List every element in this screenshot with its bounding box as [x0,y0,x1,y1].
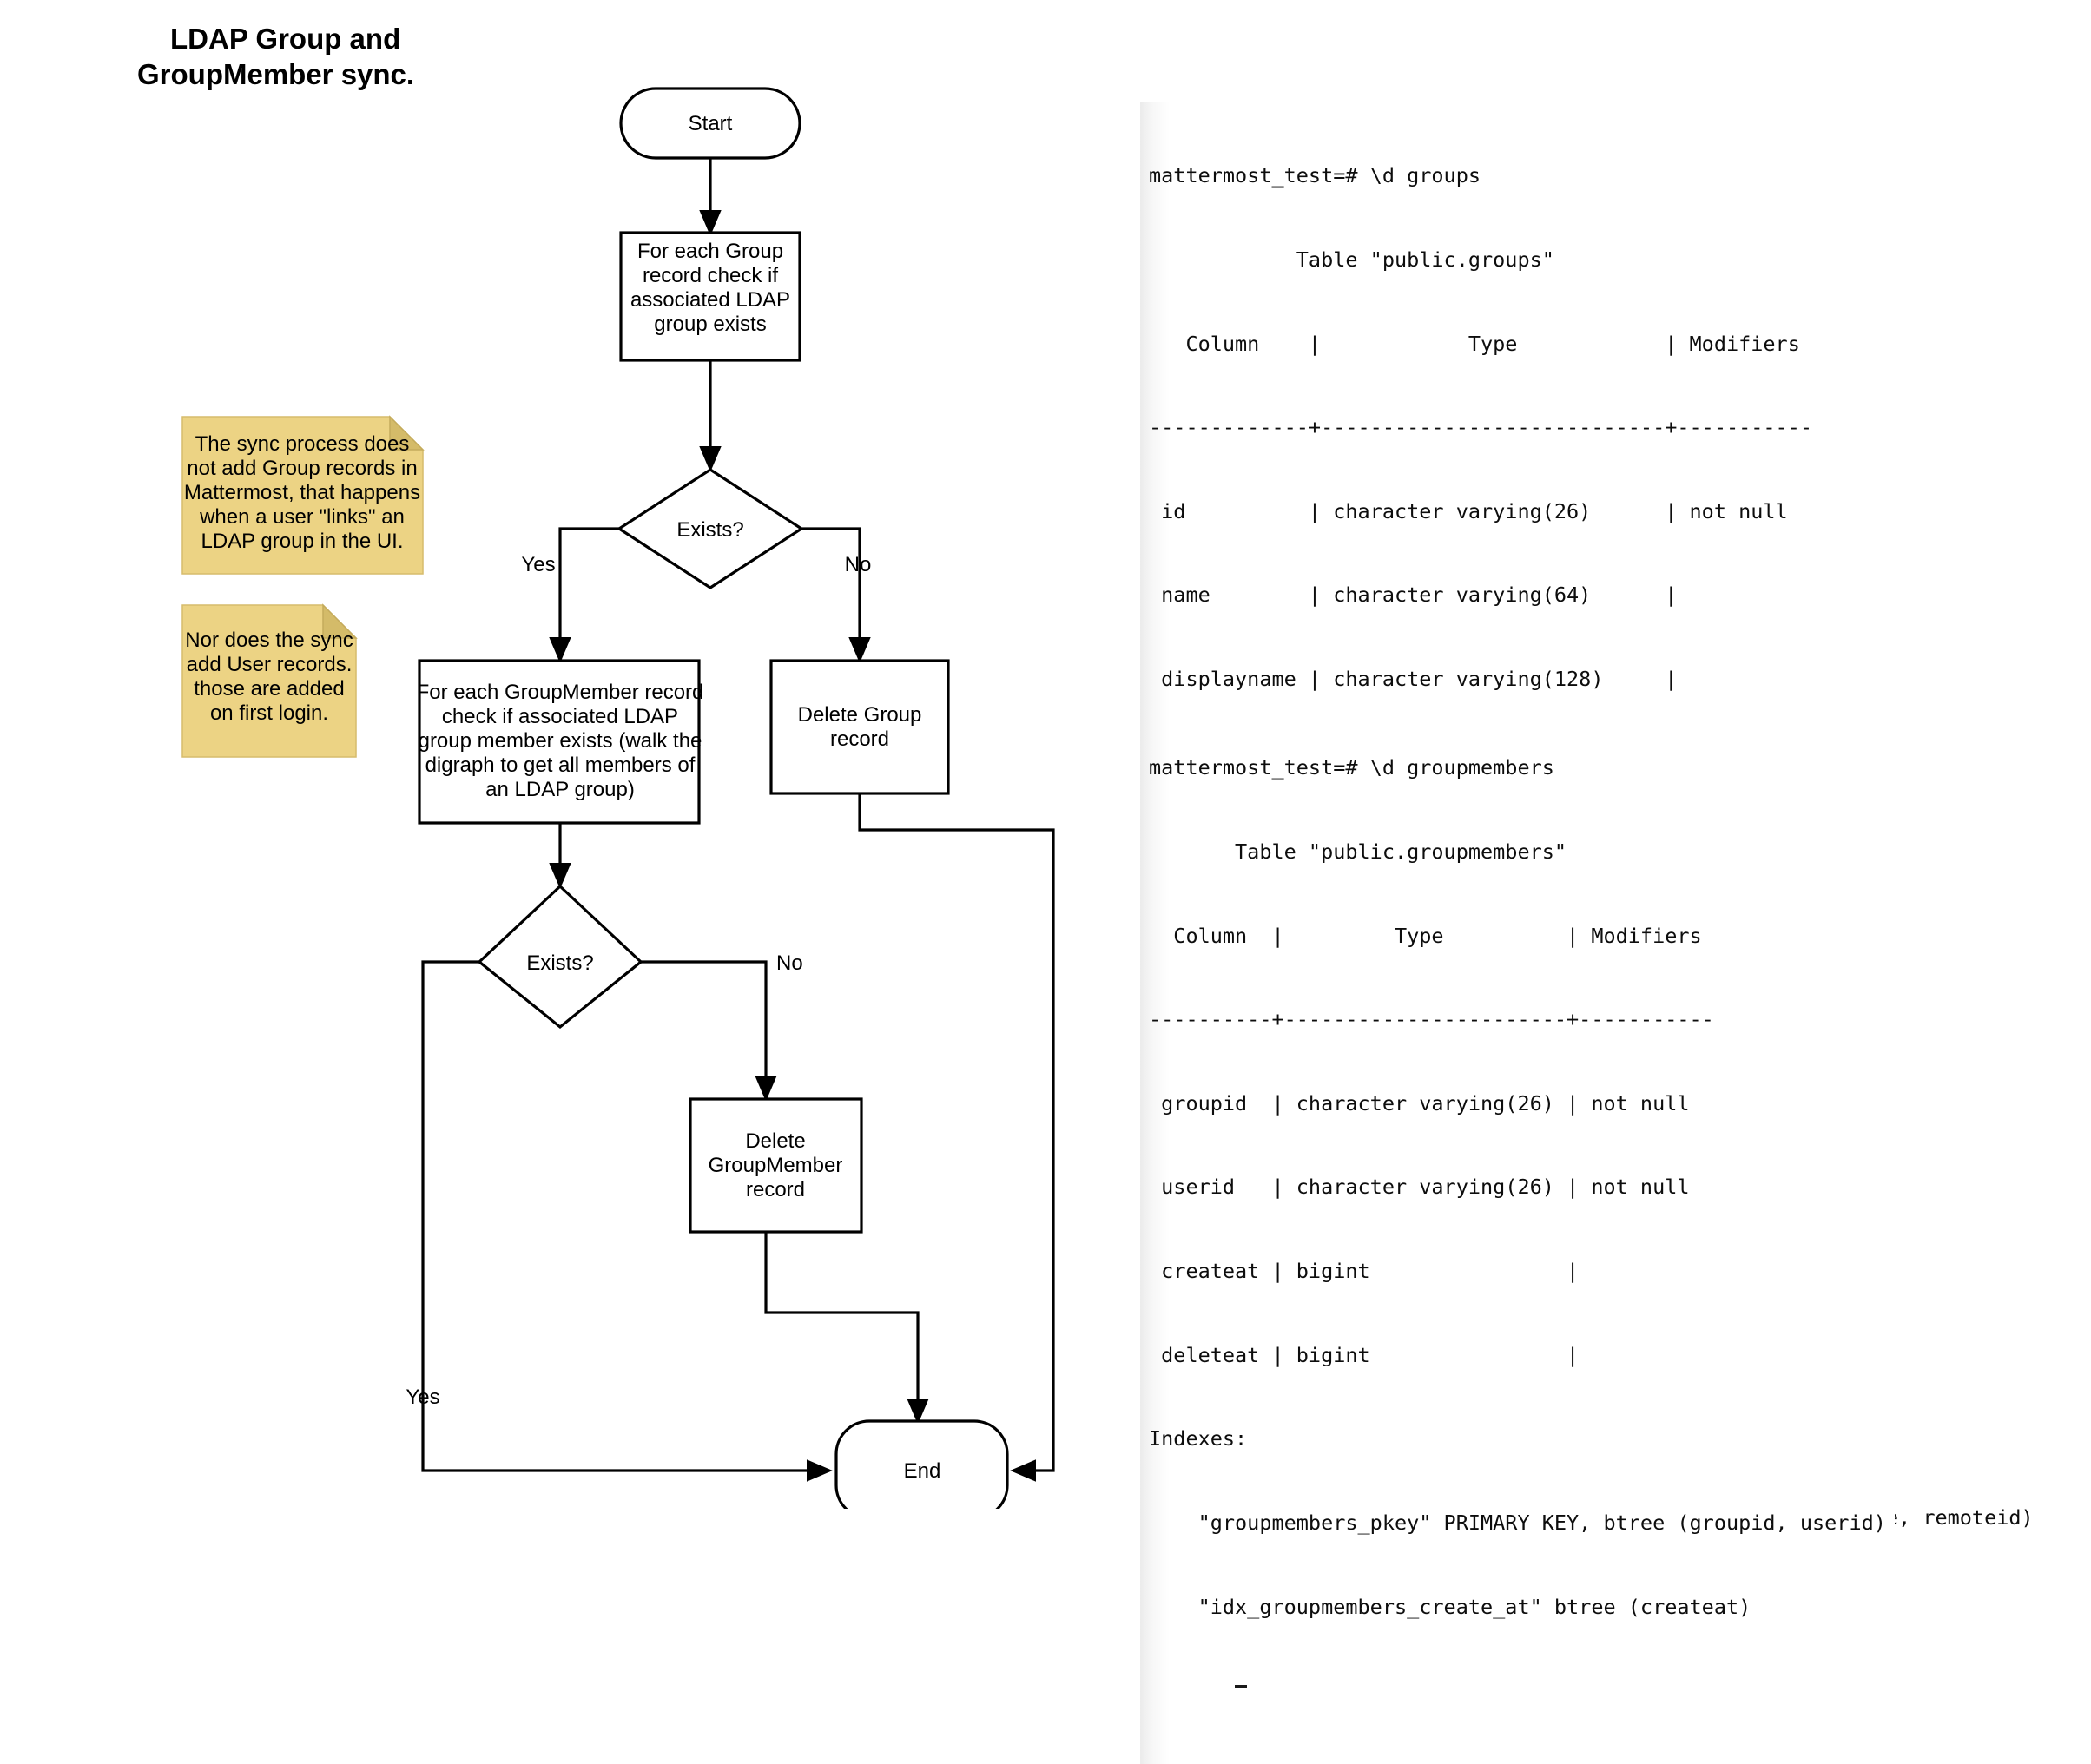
terminal-groups-line: displayname | character varying(128) | [1149,667,1678,692]
page-title: LDAP Group and GroupMember sync. [137,23,414,90]
sticky-note-group-records-fold [389,415,425,451]
terminal-groupmembers-line: deleteat | bigint | [1149,1342,1580,1367]
node-end-shape [834,1419,1009,1509]
terminal-output-groupmembers: mattermost_test=# \d groupmembers Table … [1140,694,1895,1686]
node-check-groupmember-record-line-3: group member exists (walk the [419,729,702,753]
node-group-exists-shape [617,468,804,589]
node-check-group-record-line-1: For each Group [637,240,783,263]
sticky-note-group-records-line-5: LDAP group in the UI. [201,530,403,553]
sticky-note-user-records-line-3: those are added [194,677,344,701]
terminal-groups-line: mattermost_test=# \d groups [1149,163,1481,188]
node-delete-group-record[interactable]: Delete Group record [769,659,950,795]
sticky-note-group-records-line-1: The sync process does [195,432,410,456]
terminal-groupmembers-line: "idx_groupmembers_create_at" btree (crea… [1149,1594,1751,1619]
sticky-note-user-records-line-4: on first login. [210,701,328,725]
terminal-groupmembers-line: userid | character varying(26) | not nul… [1149,1175,1690,1200]
terminal-cursor-icon [1235,1685,1248,1688]
node-start[interactable]: Start [619,87,801,160]
node-group-exists-label: Exists? [676,518,743,542]
node-start-label: Start [689,112,733,135]
node-delete-groupmember-record-line-3: record [746,1178,805,1201]
node-check-group-record-line-2: record check if [643,264,778,287]
terminal-groupmembers-line: Column | Type | Modifiers [1149,923,1702,948]
sticky-note-user-records-line-2: add User records. [187,653,353,676]
sticky-note-group-records-line-4: when a user "links" an [199,505,405,529]
node-check-groupmember-record-line-2: check if associated LDAP [442,705,678,728]
edge-exists-yes-to-check-groupmember [549,527,619,663]
node-member-exists-shape [477,884,643,1030]
node-check-groupmember-record[interactable]: For each GroupMember record check if ass… [417,659,704,825]
sticky-note-user-records-body [181,604,357,758]
sticky-note-user-records: Nor does the sync add User records. thos… [181,603,358,758]
terminal-groups-line: name | character varying(64) | [1149,583,1678,608]
node-check-group-record[interactable]: For each Group record check if associate… [619,231,801,362]
terminal-groupmembers-line: Indexes: [1149,1426,1248,1451]
sticky-note-group-records-line-3: Mattermost, that happens [184,481,420,504]
node-check-group-record-line-4: group exists [654,313,766,336]
flowchart-svg: LDAP Group and GroupMember sync. [137,23,1055,1509]
node-delete-groupmember-record[interactable]: Delete GroupMember record [689,1097,863,1234]
node-delete-group-record-line-1: Delete Group [798,703,922,727]
terminal-groupmembers-line: groupid | character varying(26) | not nu… [1149,1090,1690,1116]
edge-member-exists-no-to-delete-groupmember [641,960,777,1102]
edge-delete-groupmember-to-end [764,1232,929,1425]
edge-exists-no-to-delete-group [801,527,871,663]
terminal-groupmembers-line: ----------+-----------------------+-----… [1149,1007,1714,1032]
node-check-groupmember-record-shape [418,659,701,825]
flow-edge-labels: Yes No No Yes [406,553,871,1409]
terminal-groupmembers-line: Table "public.groupmembers" [1149,839,1567,865]
edge-label-exists-yes: Yes [521,553,555,576]
terminal-groups-line: Column | Type | Modifiers [1149,331,1800,356]
terminal-groups-line: -------------+--------------------------… [1149,415,1813,440]
edge-member-exists-yes-to-end [421,960,833,1482]
node-end-label: End [904,1459,941,1483]
terminal-groupmembers-line: "groupmembers_pkey" PRIMARY KEY, btree (… [1149,1510,1886,1535]
node-delete-groupmember-record-line-2: GroupMember [709,1154,843,1177]
page-title-line-1: LDAP Group and [170,23,400,55]
node-check-group-record-shape [619,231,801,362]
terminal-groupmembers-line: createat | bigint | [1149,1259,1580,1284]
node-check-group-record-line-3: associated LDAP [630,288,790,312]
node-delete-groupmember-record-shape [689,1097,863,1234]
node-delete-groupmember-record-line-1: Delete [745,1129,805,1153]
terminal-groupmembers-line: mattermost_test=# \d groupmembers [1149,755,1554,780]
node-delete-group-record-shape [769,659,950,795]
page-title-line-2: GroupMember sync. [137,58,414,90]
sticky-note-group-records-body [181,416,424,575]
diagram-canvas: LDAP Group and GroupMember sync. [137,23,2042,1764]
node-check-groupmember-record-line-5: an LDAP group) [485,778,635,801]
sticky-note-group-records-line-2: not add Group records in [187,457,418,480]
node-member-exists-label: Exists? [526,951,593,975]
flow-edges [421,158,1055,1482]
terminal-groups-line: id | character varying(26) | not null [1149,498,1788,523]
node-end[interactable]: End [834,1419,1009,1509]
sticky-note-user-records-fold [322,603,358,639]
edge-delete-group-to-end [858,793,1055,1482]
edge-label-member-exists-yes: Yes [406,1386,439,1409]
node-check-groupmember-record-line-1: For each GroupMember record [417,681,704,704]
edge-label-exists-no: No [845,553,872,576]
edge-label-member-exists-no: No [776,951,803,975]
node-start-shape [619,87,801,160]
sticky-note-user-records-line-1: Nor does the sync [185,629,353,652]
sticky-note-group-records: The sync process does not add Group reco… [181,415,425,575]
node-member-exists-decision[interactable]: Exists? [477,884,643,1030]
node-check-groupmember-record-line-4: digraph to get all members of [425,754,696,777]
terminal-groups-line: Table "public.groups" [1149,247,1554,273]
node-delete-group-record-line-2: record [830,727,889,751]
node-group-exists-decision[interactable]: Exists? [617,468,804,589]
